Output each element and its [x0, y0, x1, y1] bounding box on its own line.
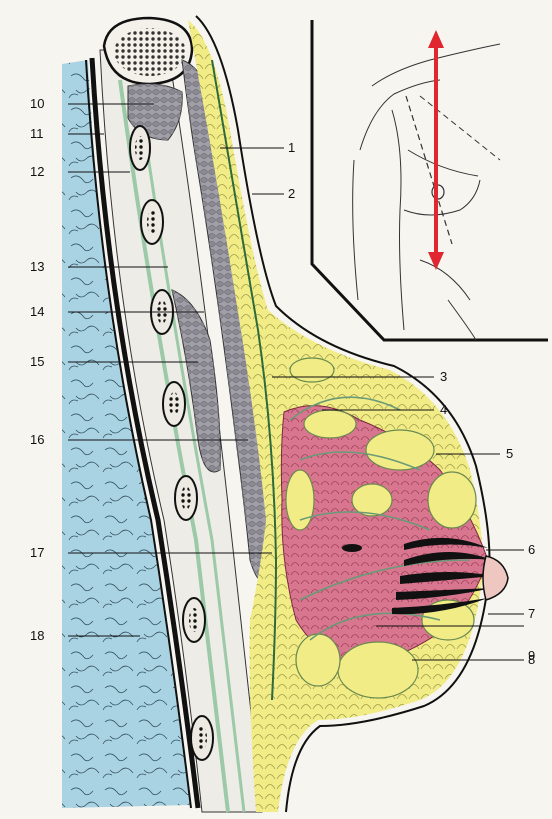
- rib: [191, 716, 213, 760]
- label-9: 9: [528, 648, 535, 663]
- label-7: 7: [528, 606, 535, 621]
- cut-plane-line: [406, 96, 452, 244]
- label-2: 2: [288, 186, 295, 201]
- label-3: 3: [440, 369, 447, 384]
- label-6: 6: [528, 542, 535, 557]
- torso-sketch: [353, 44, 500, 340]
- label-18: 18: [30, 628, 44, 643]
- label-13: 13: [30, 259, 44, 274]
- label-1: 1: [288, 140, 295, 155]
- nipple: [483, 556, 508, 600]
- rib: [183, 598, 205, 642]
- label-14: 14: [30, 304, 44, 319]
- rib: [130, 126, 150, 170]
- clavicle: [104, 18, 192, 84]
- label-12: 12: [30, 164, 44, 179]
- label-10: 10: [30, 96, 44, 111]
- label-11: 11: [30, 126, 44, 141]
- label-17: 17: [30, 545, 44, 560]
- section-arrow: [428, 30, 444, 270]
- rib: [175, 476, 197, 520]
- label-4: 4: [440, 402, 447, 417]
- label-15: 15: [30, 354, 44, 369]
- rib: [163, 382, 185, 426]
- label-16: 16: [30, 432, 44, 447]
- rib: [141, 200, 163, 244]
- inset-orientation: [312, 20, 548, 340]
- label-5: 5: [506, 446, 513, 461]
